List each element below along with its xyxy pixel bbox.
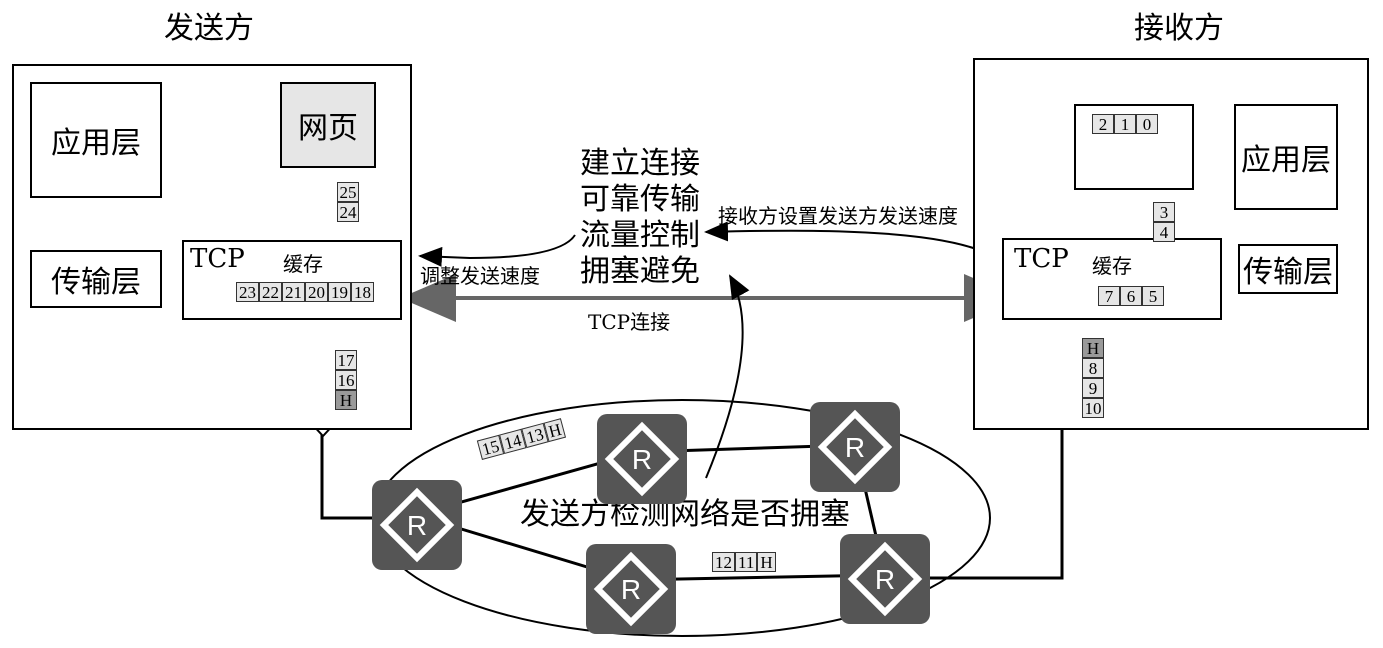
segment-cell: 4	[1153, 222, 1175, 242]
router-icon: R	[597, 414, 687, 504]
feature-item: 建立连接	[580, 146, 700, 181]
router-icon: R	[840, 534, 930, 624]
router-icon: R	[586, 544, 676, 634]
congestion-detect-arrow	[705, 274, 750, 479]
router-glyph: R	[621, 574, 641, 605]
segment-cell: 16	[335, 370, 357, 390]
receiver-bottom-segments: H 8 9 10	[1082, 338, 1104, 418]
segment-cell: 0	[1136, 114, 1158, 134]
segment-cell: 20	[305, 282, 328, 302]
segment-cell: 6	[1120, 286, 1142, 306]
adjust-speed-arrow	[418, 234, 576, 267]
segment-cell: 22	[259, 282, 282, 302]
segment-cell: 24	[337, 202, 359, 222]
sender-bottom-segments: 17 16 H	[335, 350, 357, 410]
segment-cell: 18	[351, 282, 374, 302]
feature-item: 可靠传输	[580, 182, 700, 217]
header-cell: H	[335, 390, 357, 410]
tcp-connection-label: TCP连接	[588, 310, 671, 334]
router-glyph: R	[875, 564, 895, 595]
sender-uplink	[320, 430, 380, 520]
segment-cell: 10	[1082, 398, 1104, 418]
sender-top-segments: 25 24	[337, 182, 359, 222]
receiver-title: 接收方	[1134, 11, 1224, 46]
segment-cell: 2	[1092, 114, 1114, 134]
feature-item: 流量控制	[580, 218, 700, 253]
webpage-box: 网页	[280, 82, 376, 168]
segment-cell: 3	[1153, 202, 1175, 222]
packet-bottom: 12 11 H	[712, 552, 776, 572]
header-cell: H	[1082, 338, 1104, 358]
feature-item: 拥塞避免	[580, 254, 700, 289]
receiver-buffer-label: 缓存	[1092, 254, 1132, 278]
congestion-detect-label: 发送方检测网络是否拥塞	[520, 497, 850, 532]
adjust-speed-label: 调整发送速度	[420, 264, 540, 288]
receiver-tcp-box	[1002, 238, 1222, 320]
sender-buffer-label: 缓存	[283, 252, 323, 276]
tcp-features-list: 建立连接 可靠传输 流量控制 拥塞避免	[580, 146, 700, 290]
receiver-buffer-cells: 7 6 5	[1098, 286, 1164, 306]
router-glyph: R	[632, 444, 652, 475]
segment-cell: 5	[1142, 286, 1164, 306]
segment-cell: 1	[1114, 114, 1136, 134]
segment-cell: 7	[1098, 286, 1120, 306]
router-icon: R	[372, 480, 462, 570]
sender-tcp-label: TCP	[190, 244, 245, 274]
receiver-transport-layer: 传输层	[1238, 244, 1338, 294]
sender-title: 发送方	[164, 11, 254, 46]
segment-cell: 17	[335, 350, 357, 370]
router-glyph: R	[845, 432, 865, 463]
segment-cell: 9	[1082, 378, 1104, 398]
receiver-tcp-label: TCP	[1014, 244, 1069, 274]
segment-cell: 12	[712, 552, 735, 572]
receiver-top-segments: 3 4	[1153, 202, 1175, 242]
receiver-uplink	[930, 430, 1064, 580]
segment-cell: 25	[337, 182, 359, 202]
header-cell: H	[757, 552, 776, 572]
sender-tcp-box	[182, 240, 402, 320]
sender-buffer-cells: 23 22 21 20 19 18	[236, 282, 374, 302]
segment-cell: 11	[735, 552, 758, 572]
segment-cell: 23	[236, 282, 259, 302]
receiver-sets-speed-label: 接收方设置发送方发送速度	[718, 204, 958, 228]
segment-cell: 19	[328, 282, 351, 302]
sender-app-layer: 应用层	[30, 82, 162, 198]
sender-transport-layer: 传输层	[30, 250, 162, 308]
receiver-app-layer: 应用层	[1234, 104, 1338, 210]
segment-cell: 8	[1082, 358, 1104, 378]
segment-cell: 21	[282, 282, 305, 302]
router-glyph: R	[407, 510, 427, 541]
router-icon: R	[810, 402, 900, 492]
receiver-app-cells: 2 1 0	[1092, 114, 1158, 134]
